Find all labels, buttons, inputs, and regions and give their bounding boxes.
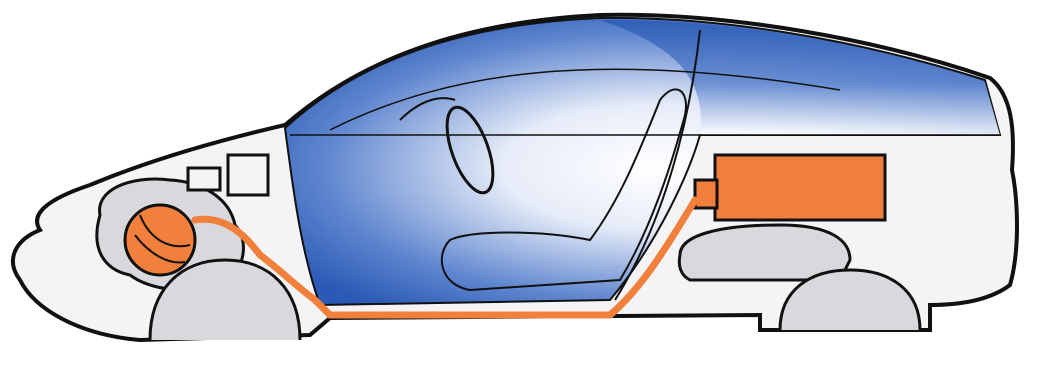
rear-tank: [715, 155, 885, 220]
battery-box: [188, 168, 220, 190]
tank-connector: [695, 180, 717, 208]
controller-box: [228, 155, 268, 195]
